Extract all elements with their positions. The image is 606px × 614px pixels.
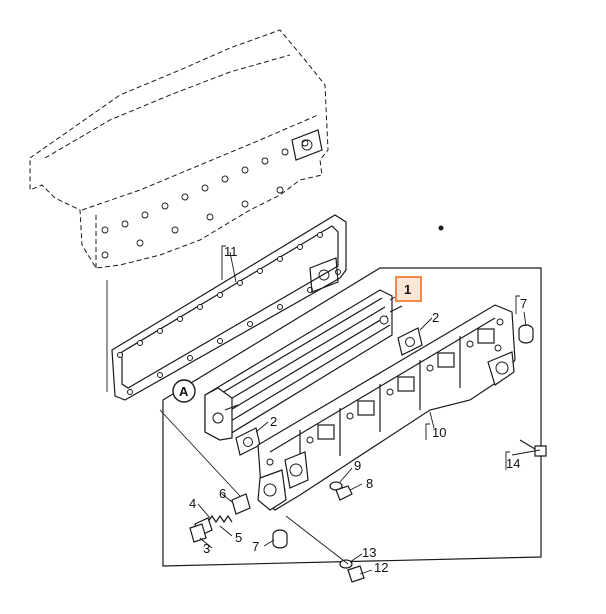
oil-cooler-housing (257, 304, 516, 511)
callout-2-upper: 2 (432, 310, 439, 325)
bolt-12 (347, 565, 365, 583)
callout-14-bracket (505, 451, 510, 470)
gasket-port-cutout (309, 257, 339, 293)
callout-14: 14 (506, 456, 520, 471)
callout-6: 6 (219, 486, 226, 501)
callout-4: 4 (189, 496, 196, 511)
washer-13 (339, 559, 353, 569)
cap-6 (231, 493, 251, 515)
leader-a-to-pump (159, 409, 241, 497)
callout-8: 8 (366, 476, 373, 491)
callout-9: 9 (354, 458, 361, 473)
detail-a-label: A (179, 384, 189, 399)
callout-10: 10 (432, 425, 446, 440)
callout-1: 1 (404, 282, 411, 297)
callout-13: 13 (362, 545, 376, 560)
oil-cooler (204, 289, 403, 441)
reference-dot (438, 225, 444, 231)
engine-coolant-port (291, 129, 323, 161)
callout-10-bracket (425, 423, 430, 440)
housing-bosses (317, 328, 495, 440)
callout-7-upper: 7 (520, 296, 527, 311)
callout-11: 11 (224, 244, 238, 259)
plug-upper (518, 324, 534, 344)
callout-2-lower: 2 (270, 414, 277, 429)
callout-11-bracket (221, 245, 226, 280)
callout-7a-bracket (515, 295, 520, 314)
callout-7-lower: 7 (252, 539, 259, 554)
engine-block-outline (29, 29, 329, 269)
cooler-gasket (111, 214, 347, 401)
cooler-port-gasket-upper (397, 327, 423, 356)
leader-lines (197, 251, 541, 575)
detail-a-frame (162, 267, 542, 567)
plug-3 (189, 523, 207, 543)
detail-a-marker: A (172, 379, 196, 403)
highlight-box (395, 276, 422, 302)
engine-bolt-holes (101, 139, 309, 259)
callout-5: 5 (235, 530, 242, 545)
callout-12: 12 (374, 560, 388, 575)
nut-8 (335, 485, 353, 501)
bolt-14 (519, 439, 547, 457)
plug-lower (272, 529, 288, 549)
callout-3: 3 (203, 541, 210, 556)
